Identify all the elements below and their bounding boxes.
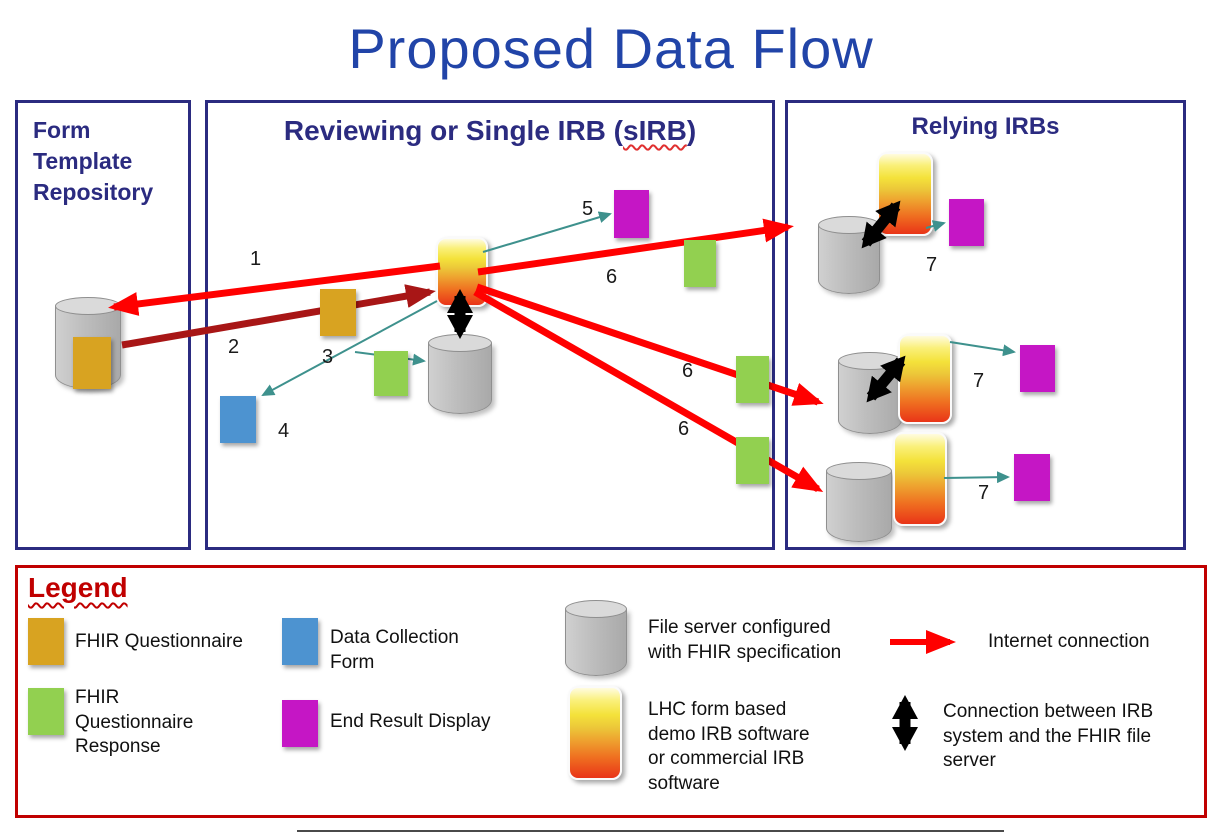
legend-end-result-display-swatch <box>282 700 318 747</box>
legend-irb-fhir-connection-label: Connection between IRB system and the FH… <box>943 701 1154 772</box>
fhir-questionnaire-icon-transfer <box>320 289 356 336</box>
end-result-display-icon-sirb <box>614 190 649 238</box>
end-result-display-icon-relying-3 <box>1014 454 1050 501</box>
legend-fhir-questionnaire-label: FHIR Questionnaire <box>75 631 243 652</box>
reviewing-sirb-box: Reviewing or Single IRB (sIRB) <box>205 100 775 550</box>
flow-number-6b: 6 <box>682 360 694 382</box>
reviewing-title-prefix: Reviewing or Single IRB ( <box>283 115 624 146</box>
legend-end-result-display-label: End Result Display <box>330 711 491 732</box>
legend-file-server-label: File server configured with FHIR specifi… <box>648 617 842 663</box>
legend-box: Legend FHIR Questionnaire FHIR Questionn… <box>15 565 1207 818</box>
flow-number-2: 2 <box>228 336 240 358</box>
end-result-display-icon-relying-2 <box>1020 345 1055 392</box>
reviewing-sirb-title: Reviewing or Single IRB (sIRB) <box>208 103 772 147</box>
fhir-questionnaire-icon-repository <box>73 337 111 389</box>
relying-file-server-cylinder-3 <box>826 462 892 542</box>
flow-number-6c: 6 <box>678 418 690 440</box>
legend-title: Legend <box>28 572 128 603</box>
relying-file-server-cylinder-2 <box>838 352 902 434</box>
flow-number-7a: 7 <box>926 254 938 276</box>
flow-number-7c: 7 <box>978 482 990 504</box>
questionnaire-response-icon-sirb <box>374 351 408 396</box>
flow-number-5: 5 <box>582 198 594 220</box>
legend-lhc-software-icon <box>568 686 622 780</box>
page-title: Proposed Data Flow <box>348 17 874 80</box>
end-result-display-icon-relying-1 <box>949 199 984 246</box>
legend-fhir-questionnaire-swatch <box>28 618 64 665</box>
relying-irb-software-icon-2 <box>898 334 952 424</box>
legend-data-collection-form-label: Data Collection Form <box>330 627 459 673</box>
data-collection-form-icon <box>220 396 256 443</box>
relying-irb-software-icon-1 <box>877 152 933 236</box>
relying-irb-software-icon-3 <box>893 432 947 526</box>
questionnaire-response-icon-out-top <box>684 240 716 287</box>
relying-irbs-title: Relying IRBs <box>911 113 1060 140</box>
bottom-edge-line <box>297 830 1004 832</box>
sirb-file-server-cylinder <box>428 334 492 414</box>
questionnaire-response-icon-out-mid <box>736 356 769 403</box>
legend-questionnaire-response-label: FHIR Questionnaire Response <box>75 687 194 758</box>
flow-number-4: 4 <box>278 420 290 442</box>
legend-data-collection-form-swatch <box>282 618 318 665</box>
flow-number-6a: 6 <box>606 266 618 288</box>
flow-number-1: 1 <box>250 248 262 270</box>
legend-file-server-cylinder <box>565 600 627 676</box>
legend-internet-connection-label: Internet connection <box>988 631 1150 652</box>
sirb-irb-software-icon <box>436 237 488 307</box>
legend-lhc-software-label: LHC form based demo IRB software or comm… <box>648 699 810 795</box>
flow-number-7b: 7 <box>973 370 985 392</box>
flow-number-3: 3 <box>322 346 334 368</box>
reviewing-title-suffix: ) <box>686 115 697 146</box>
questionnaire-response-icon-out-bottom <box>736 437 769 484</box>
legend-questionnaire-response-swatch <box>28 688 64 735</box>
relying-file-server-cylinder-1 <box>818 216 880 294</box>
form-template-repository-title: Form Template Repository <box>33 117 154 206</box>
reviewing-title-sirb: sIRB <box>623 115 687 146</box>
